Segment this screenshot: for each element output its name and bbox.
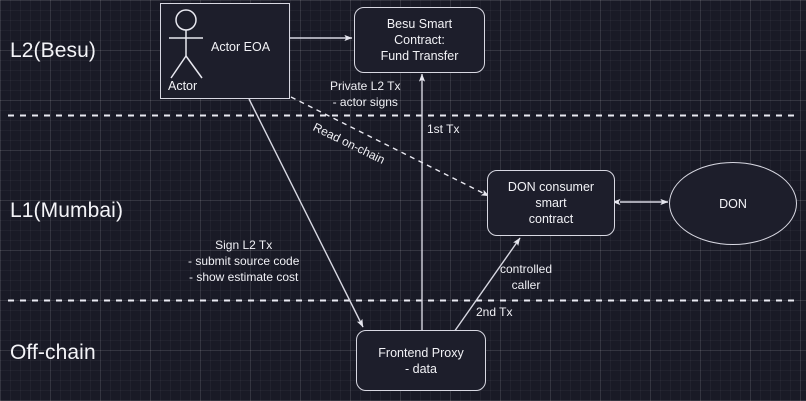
edge-label-first-tx: 1st Tx: [427, 122, 460, 136]
node-don-consumer-text: DON consumer smart contract: [488, 179, 614, 227]
edge-frontend-to-don-consumer: [453, 237, 521, 333]
node-besu-line2: Fund Transfer: [380, 49, 459, 63]
edge-actor-to-don-consumer-read: [290, 96, 490, 197]
node-actor-eoa-role-label: Actor EOA: [211, 40, 271, 54]
node-frontend-proxy-line2: - data: [405, 361, 437, 376]
edge-actor-to-frontend: [248, 98, 364, 328]
node-don-line1: DON: [719, 196, 747, 211]
node-don-text: DON: [713, 196, 753, 212]
edge-label-controlled-caller: controlled caller: [500, 262, 553, 292]
stick-figure-actor-icon: [169, 9, 203, 79]
zone-label-l2: L2(Besu): [10, 39, 97, 62]
node-besu-line1: Besu Smart Contract:: [386, 17, 453, 47]
node-don-consumer-line2: contract: [528, 212, 574, 226]
edge-label-sign-l2-tx: Sign L2 Tx - submit source code - show e…: [188, 238, 300, 284]
node-besu-smart-contract[interactable]: Besu Smart Contract: Fund Transfer: [354, 7, 485, 73]
node-frontend-proxy-text: Frontend Proxy - data: [372, 345, 469, 377]
node-frontend-proxy[interactable]: Frontend Proxy - data: [356, 330, 486, 391]
node-don-consumer-smart-contract[interactable]: DON consumer smart contract: [487, 170, 615, 236]
node-besu-smart-contract-text: Besu Smart Contract: Fund Transfer: [355, 16, 484, 64]
node-actor-eoa[interactable]: [160, 3, 290, 99]
zone-label-offchain: Off-chain: [10, 341, 96, 364]
edge-label-private-l2-tx: Private L2 Tx - actor signs: [330, 79, 401, 109]
node-actor-name-label: Actor: [168, 79, 198, 93]
zone-label-l1: L1(Mumbai): [10, 199, 124, 222]
edge-label-second-tx: 2nd Tx: [476, 305, 513, 319]
node-don[interactable]: DON: [669, 162, 797, 245]
node-don-consumer-line1: DON consumer smart: [507, 180, 595, 210]
node-frontend-proxy-line1: Frontend Proxy: [378, 345, 464, 360]
